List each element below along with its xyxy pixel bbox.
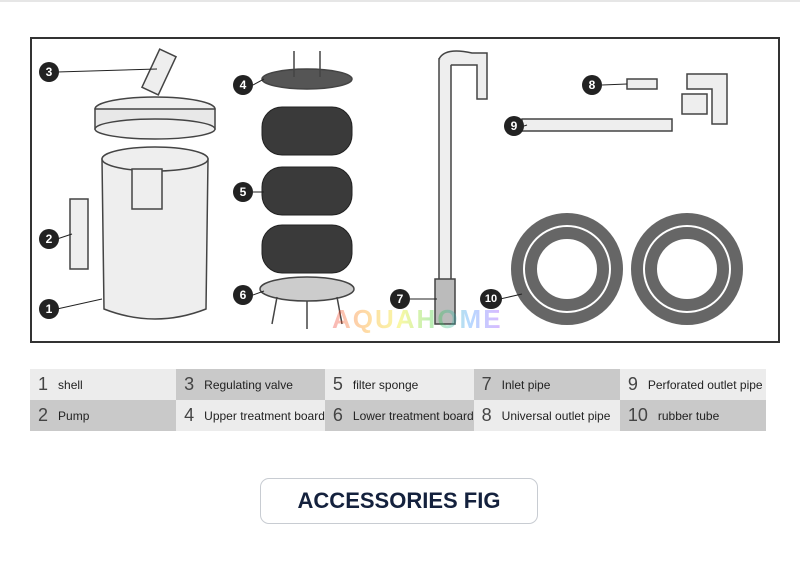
legend-item: 6 Lower treatment board <box>324 400 474 431</box>
legend-number: 2 <box>38 405 49 425</box>
regulating-valve <box>140 48 178 96</box>
marker-8: 8 <box>582 75 602 95</box>
marker-9: 9 <box>504 116 524 136</box>
legend-number: 4 <box>184 405 195 425</box>
legend-item: 10 rubber tube <box>619 400 766 431</box>
legend-label: filter sponge <box>352 377 419 392</box>
legend-label: Pump <box>58 408 90 423</box>
legend-number: 5 <box>332 374 343 394</box>
legend-label: rubber tube <box>657 408 720 423</box>
legend-item: 2 Pump <box>30 400 177 431</box>
legend-item: 1 shell <box>30 369 177 400</box>
legend-label: Universal outlet pipe <box>501 408 611 423</box>
rubber-tube <box>511 213 623 325</box>
top-divider <box>0 0 800 2</box>
marker-10: 10 <box>480 289 502 309</box>
legend-label: Regulating valve <box>204 377 293 392</box>
accessories-diagram: 3 4 5 2 1 6 7 8 9 10 AQUAHOME <box>30 37 780 343</box>
filter-sponge <box>261 224 353 274</box>
filter-sponge <box>261 166 353 216</box>
filter-shell <box>101 158 209 320</box>
legend-number: 10 <box>627 405 648 425</box>
legend-item: 7 Inlet pipe <box>473 369 620 400</box>
rubber-tube <box>631 213 743 325</box>
universal-outlet-pipe <box>626 78 658 90</box>
lower-treatment-board <box>259 276 355 302</box>
legend-label: Upper treatment board <box>204 408 325 423</box>
marker-1: 1 <box>39 299 59 319</box>
perforated-outlet-pipe <box>521 118 673 132</box>
legend-label: Lower treatment board <box>352 408 474 423</box>
marker-5: 5 <box>233 182 253 202</box>
legend-item: 3 Regulating valve <box>176 369 325 400</box>
marker-6: 6 <box>233 285 253 305</box>
legend-item: 5 filter sponge <box>324 369 474 400</box>
marker-2: 2 <box>39 229 59 249</box>
pump <box>69 198 89 270</box>
figure-title: ACCESSORIES FIG <box>260 478 538 524</box>
legend-item: 9 Perforated outlet pipe <box>619 369 766 400</box>
legend-item: 4 Upper treatment board <box>176 400 325 431</box>
legend-number: 7 <box>481 374 492 394</box>
legend-number: 8 <box>481 405 492 425</box>
legend-label: Inlet pipe <box>501 377 551 392</box>
legend-number: 1 <box>38 374 49 394</box>
legend-number: 9 <box>627 374 638 394</box>
parts-illustration <box>56 48 743 329</box>
marker-3: 3 <box>39 62 59 82</box>
legend-label: shell <box>58 377 83 392</box>
legend-number: 3 <box>184 374 195 394</box>
legend-label: Perforated outlet pipe <box>647 377 763 392</box>
legend-item: 8 Universal outlet pipe <box>473 400 620 431</box>
upper-treatment-board <box>261 68 353 90</box>
legend-number: 6 <box>332 405 343 425</box>
marker-4: 4 <box>233 75 253 95</box>
watermark: AQUAHOME <box>332 304 503 334</box>
marker-7: 7 <box>390 289 410 309</box>
filter-sponge <box>261 106 353 156</box>
